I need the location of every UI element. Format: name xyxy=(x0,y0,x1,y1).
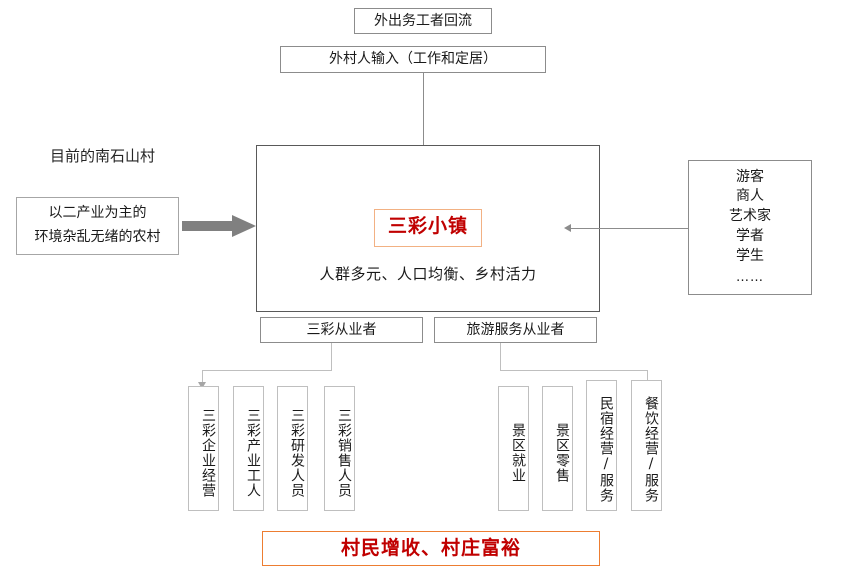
vbox-sancai-job: 三彩研发人员 xyxy=(277,386,308,511)
box-sancai-town: 三彩小镇 人群多元、人口均衡、乡村活力 xyxy=(256,145,600,312)
vbox-tourism-job: 民宿经营/服务 xyxy=(586,380,617,511)
connector-sancai-bus xyxy=(202,370,332,371)
box-category-tourism-workers: 旅游服务从业者 xyxy=(434,317,597,343)
box-current-village-state: 以二产业为主的 环境杂乱无绪的农村 xyxy=(16,197,179,255)
connector-sancai-drop xyxy=(202,370,203,384)
visitor-item: 商人 xyxy=(736,188,764,205)
visitor-item: 学生 xyxy=(736,248,764,265)
visitor-item: 游客 xyxy=(736,168,764,185)
box-goal-outcome: 村民增收、村庄富裕 xyxy=(262,531,600,566)
vbox-sancai-job: 三彩企业经营 xyxy=(188,386,219,511)
vbox-sancai-job: 三彩销售人员 xyxy=(324,386,355,511)
current-village-line-1: 以二产业为主的 xyxy=(48,205,147,222)
arrow-down-sancai-icon xyxy=(198,382,206,389)
connector-tourism-drop xyxy=(647,370,648,384)
connector-tourism-stem xyxy=(500,343,501,370)
block-arrow-transform-icon xyxy=(182,215,256,237)
visitor-item: 学者 xyxy=(736,228,764,245)
vbox-sancai-job: 三彩产业工人 xyxy=(233,386,264,511)
box-category-sancai-workers: 三彩从业者 xyxy=(260,317,423,343)
vbox-tourism-job: 景区就业 xyxy=(498,386,529,511)
box-returning-workers: 外出务工者回流 xyxy=(354,8,492,34)
vbox-tourism-job: 景区零售 xyxy=(542,386,573,511)
connector-sancai-stem xyxy=(331,343,332,370)
box-outsider-input: 外村人输入（工作和定居） xyxy=(280,46,546,73)
visitor-ellipsis: …… xyxy=(736,269,764,285)
text-town-qualities: 人群多元、人口均衡、乡村活力 xyxy=(319,265,537,283)
visitor-item: 艺术家 xyxy=(729,208,771,225)
current-village-line-2: 环境杂乱无绪的农村 xyxy=(34,229,161,245)
connector-tourism-bus xyxy=(500,370,647,371)
vbox-tourism-job: 餐饮经营/服务 xyxy=(631,380,662,511)
badge-town-name: 三彩小镇 xyxy=(373,209,483,247)
connector-visitors-to-main xyxy=(570,228,688,229)
label-current-village: 目前的南石山村 xyxy=(50,147,156,165)
arrow-left-into-main-icon xyxy=(564,224,571,232)
box-visitor-types: 游客 商人 艺术家 学者 学生 …… xyxy=(688,160,812,295)
connector-top-to-main xyxy=(423,73,424,166)
